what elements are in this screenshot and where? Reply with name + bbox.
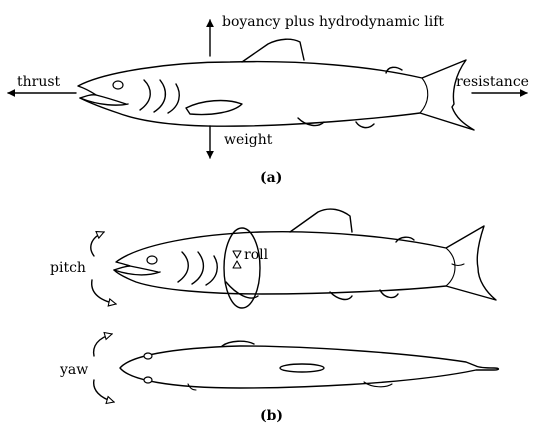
panel-b: roll pitch yaw (b): [50, 209, 499, 424]
yaw-arrow-up: [94, 334, 112, 356]
roll-label: roll: [244, 247, 269, 263]
fish-side-view-b: [114, 209, 496, 300]
fish-side-view-a: [78, 39, 474, 130]
thrust-label: thrust: [17, 74, 61, 90]
pitch-arrow-down: [92, 280, 116, 304]
resistance-label: resistance: [456, 74, 529, 90]
panel-a-caption: (a): [260, 170, 282, 186]
weight-label: weight: [224, 132, 273, 148]
panel-a: boyancy plus hydrodynamic lift thrust re…: [8, 14, 529, 186]
fish-top-view: [120, 341, 499, 390]
yaw-arrow-down: [94, 380, 114, 402]
roll-marker-down: [233, 251, 241, 258]
roll-marker-up: [233, 261, 241, 268]
pitch-arrow-up: [91, 232, 104, 256]
lift-label: boyancy plus hydrodynamic lift: [222, 14, 444, 30]
yaw-label: yaw: [59, 362, 88, 378]
pitch-label: pitch: [50, 260, 86, 276]
panel-b-caption: (b): [260, 408, 283, 424]
